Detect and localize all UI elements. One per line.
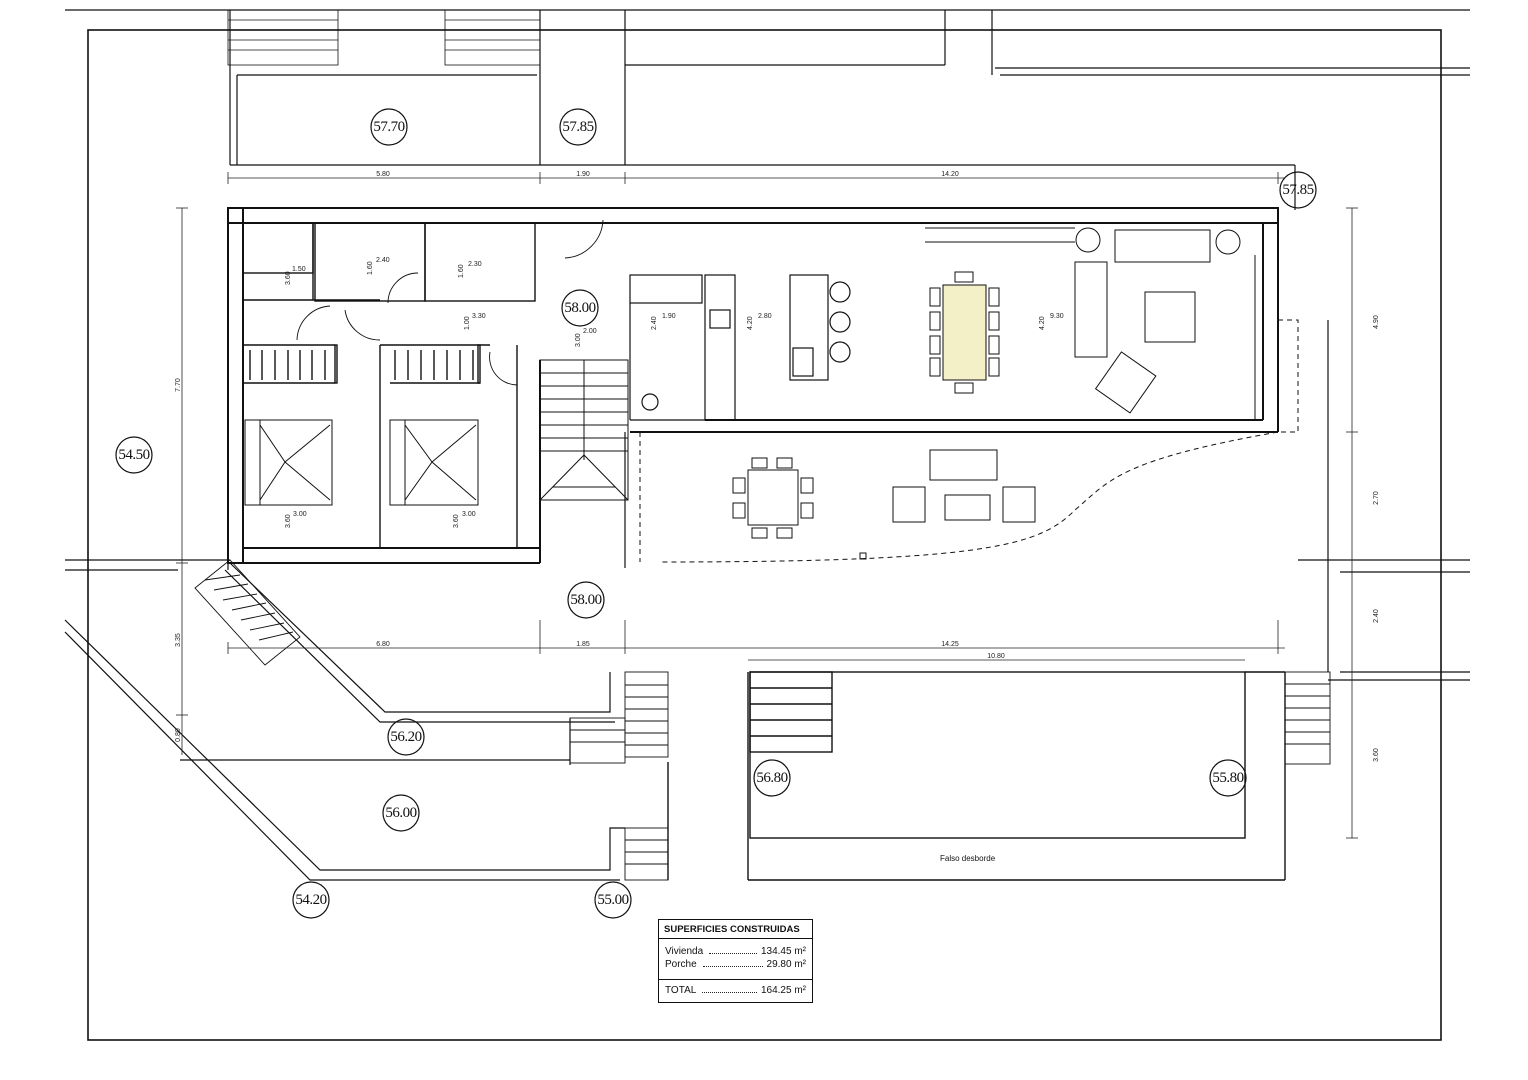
level-marker-8 <box>753 759 791 797</box>
pool <box>667 671 1286 881</box>
dim-left-1: 7.70 <box>175 378 182 392</box>
table-title: SUPERFICIES CONSTRUIDAS <box>659 920 812 939</box>
dining-table <box>929 271 1000 394</box>
level-marker-4 <box>561 289 599 327</box>
level-marker-12 <box>594 881 632 919</box>
stairs-interior <box>539 359 629 501</box>
room-dim-14: 2.80 <box>758 313 772 320</box>
level-label-6: 58.00 <box>570 592 601 608</box>
level-marker-2 <box>559 108 597 146</box>
level-label-10: 56.00 <box>385 805 416 821</box>
room-dim-7: 3.30 <box>472 313 486 320</box>
level-label-12: 55.00 <box>597 892 628 908</box>
room-dim-8: 1.00 <box>464 316 471 330</box>
pool-overflow-note: Falso desborde <box>940 854 996 863</box>
porch-outline <box>639 319 1299 563</box>
level-label-4: 58.00 <box>564 300 595 316</box>
built-area-table: SUPERFICIES CONSTRUIDAS Vivienda 134.45 … <box>658 919 813 1003</box>
level-label-1: 57.70 <box>373 119 404 135</box>
kitchen <box>629 274 851 421</box>
level-marker-1 <box>370 108 408 146</box>
level-marker-6 <box>567 581 605 619</box>
bed-left <box>244 419 333 506</box>
dim-bottom-2: 1.85 <box>576 641 590 648</box>
room-dim-1: 1.50 <box>292 266 306 273</box>
dim-left-3: 0.80 <box>175 728 182 742</box>
dim-right-1: 4.90 <box>1373 315 1380 329</box>
dim-bottom-3: 14.25 <box>941 641 959 648</box>
dim-top-1: 5.80 <box>376 171 390 178</box>
table-row: Porche 29.80 m² <box>659 958 812 971</box>
room-dim-11: 1.90 <box>662 313 676 320</box>
room-dim-6: 1.60 <box>458 264 465 278</box>
room-dim-12: 2.40 <box>651 316 658 330</box>
row-value: 29.80 m² <box>766 959 806 970</box>
level-marker-11 <box>292 881 330 919</box>
dim-right-2: 2.70 <box>1373 491 1380 505</box>
plot-boundary <box>87 29 1442 1041</box>
row-value: 134.45 m² <box>760 946 806 957</box>
level-labels: 57.70 57.85 57.85 58.00 54.50 58.00 56.2… <box>118 119 1314 908</box>
level-marker-10 <box>382 794 420 832</box>
door-swings <box>296 219 604 386</box>
bed-right <box>389 419 479 506</box>
outdoor-stairs-left <box>194 559 301 666</box>
table-row: Vivienda 134.45 m² <box>659 945 812 958</box>
room-dim-19: 3.00 <box>462 511 476 518</box>
living-area <box>925 227 1256 420</box>
level-marker-5 <box>115 436 153 474</box>
dim-bottom-4: 10.80 <box>987 653 1005 660</box>
level-label-7: 56.20 <box>390 729 421 745</box>
dim-left-2: 3.35 <box>175 633 182 647</box>
table-total-row: TOTAL 164.25 m² <box>659 980 812 997</box>
dimension-lines <box>176 172 1358 839</box>
level-label-5: 54.50 <box>118 447 149 463</box>
room-dim-17: 3.00 <box>293 511 307 518</box>
level-marker-3 <box>1279 171 1317 209</box>
total-label: TOTAL <box>665 985 697 996</box>
room-dim-9: 2.00 <box>583 328 597 335</box>
dim-top-2: 1.90 <box>576 171 590 178</box>
room-dim-18: 3.60 <box>285 514 292 528</box>
room-dim-10: 3.00 <box>575 333 582 347</box>
top-steps-middle <box>444 9 541 66</box>
room-dim-5: 2.30 <box>468 261 482 268</box>
dim-top-3: 14.20 <box>941 171 959 178</box>
room-dim-20: 3.60 <box>453 514 460 528</box>
dim-bottom-1: 6.80 <box>376 641 390 648</box>
level-markers <box>115 108 1317 919</box>
house-walls <box>227 207 1279 564</box>
level-label-2: 57.85 <box>562 119 593 135</box>
room-dim-2: 3.60 <box>285 271 292 285</box>
level-label-11: 54.20 <box>295 892 326 908</box>
level-marker-7 <box>387 718 425 756</box>
room-dim-13: 4.20 <box>747 316 754 330</box>
room-dim-4: 1.60 <box>367 261 374 275</box>
row-label: Vivienda <box>665 946 704 957</box>
row-label: Porche <box>665 959 697 970</box>
total-value: 164.25 m² <box>760 985 806 996</box>
room-dimension-labels: 1.50 3.60 2.40 1.60 2.30 1.60 3.30 1.00 … <box>285 257 1064 528</box>
interior-walls <box>242 222 536 548</box>
dimension-labels: 5.80 1.90 14.20 6.80 1.85 14.25 10.80 7.… <box>175 171 1380 762</box>
top-steps-left <box>227 9 339 66</box>
level-label-8: 56.80 <box>756 770 787 786</box>
room-dim-16: 9.30 <box>1050 313 1064 320</box>
room-dim-3: 2.40 <box>376 257 390 264</box>
level-label-3: 57.85 <box>1282 182 1313 198</box>
pool-steps <box>569 671 1331 881</box>
level-marker-9 <box>1209 759 1247 797</box>
dim-right-3: 2.40 <box>1373 609 1380 623</box>
dim-right-4: 3.60 <box>1373 748 1380 762</box>
room-dim-15: 4.20 <box>1039 316 1046 330</box>
porch-furniture <box>732 449 1036 560</box>
level-label-9: 55.80 <box>1212 770 1243 786</box>
